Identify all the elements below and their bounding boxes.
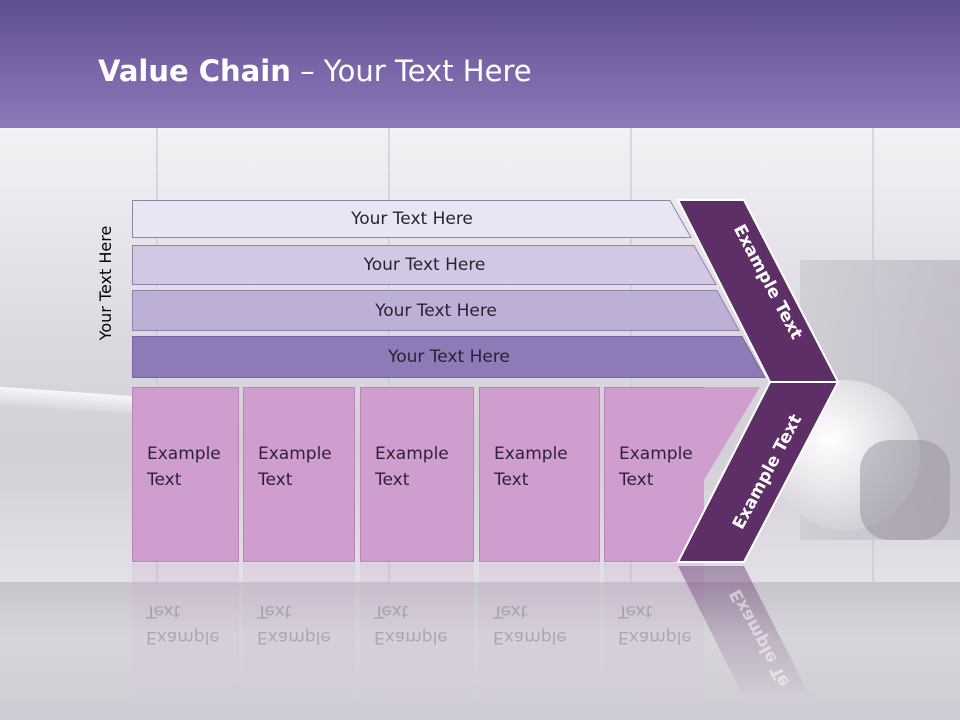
title-bold: Value Chain [98,54,291,88]
value-chain-bar-4[interactable]: Your Text Here [132,336,766,378]
bar-shape [132,245,717,285]
value-chain-bar-1[interactable]: Your Text Here [132,200,692,238]
card-line-1: Example [375,444,449,464]
bar-label: Your Text Here [375,300,497,321]
bar-label: Your Text Here [388,347,510,367]
activity-card-4[interactable]: Example Text [479,387,600,562]
activity-card-2[interactable]: Example Text [243,387,355,562]
card-line-2: Text [619,470,654,490]
value-chain-bar-2[interactable]: Your Text Here [132,245,717,285]
value-chain-bar-3[interactable]: Your Text Here [132,290,740,331]
chevron-lower-arm[interactable] [676,381,840,563]
bar-shape [132,290,740,331]
slide-title[interactable]: Value Chain – Your Text Here [98,54,532,88]
chevron-upper-arm[interactable] [676,199,840,383]
chevron-reflection [678,566,812,700]
bar-label: Your Text Here [363,255,486,275]
card-line-1: Example [258,444,332,464]
bar-shape [132,200,692,238]
card-line-1: Example [619,444,693,464]
card-line-2: Text [147,470,182,490]
bar-label: Your Text Here [351,209,473,229]
card-line-1: Example [147,444,221,464]
header-band [0,0,960,128]
title-rest: – Your Text Here [290,54,532,88]
card-5-angled-edge [672,387,760,562]
bar-shape [132,336,766,378]
activity-card-1[interactable]: Example Text [132,387,239,562]
card-line-2: Text [494,470,529,490]
card-line-2: Text [258,470,293,490]
activity-card-3[interactable]: Example Text [360,387,474,562]
card-line-1: Example [494,444,568,464]
card-line-2: Text [375,470,410,490]
jet-bridge-shadow [860,440,950,540]
